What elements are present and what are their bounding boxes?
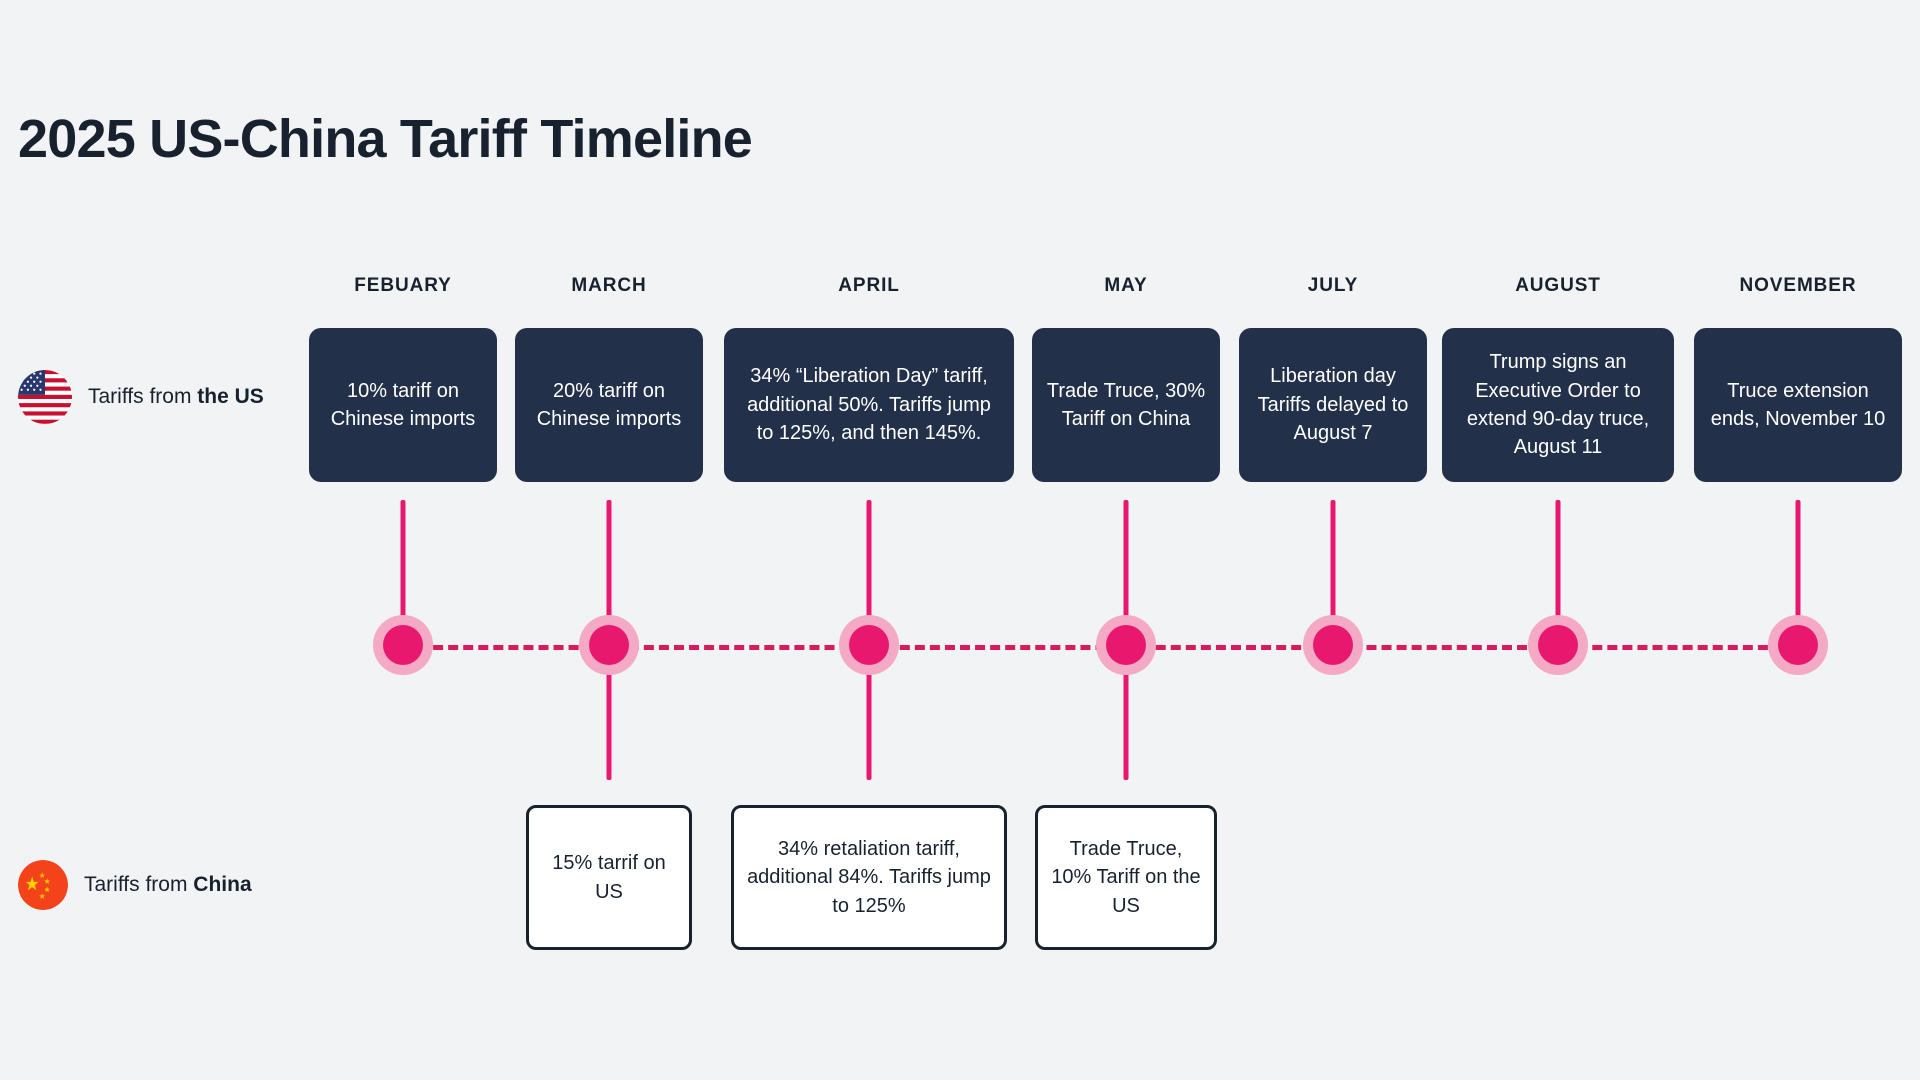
us-event-card-march[interactable]: 20% tariff on Chinese imports <box>515 328 703 482</box>
timeline-node-febuary[interactable] <box>373 615 433 675</box>
month-label-november: NOVEMBER <box>1739 275 1857 296</box>
timeline-node-november[interactable] <box>1768 615 1828 675</box>
month-label-may: MAY <box>1104 275 1148 296</box>
legend-us-label: Tariffs from the US <box>88 385 264 409</box>
timeline-node-core <box>1106 625 1146 665</box>
us-event-card-july[interactable]: Liberation day Tariffs delayed to August… <box>1239 328 1427 482</box>
legend-china-emphasis: China <box>193 873 252 896</box>
legend-china-label: Tariffs from China <box>84 873 252 897</box>
china-event-card-may[interactable]: Trade Truce, 10% Tariff on the US <box>1035 805 1217 950</box>
timeline-node-may[interactable] <box>1096 615 1156 675</box>
legend-china-prefix: Tariffs from <box>84 873 194 896</box>
us-event-card-april[interactable]: 34% “Liberation Day” tariff, additional … <box>724 328 1014 482</box>
timeline-node-august[interactable] <box>1528 615 1588 675</box>
stem-up-august <box>1555 500 1561 645</box>
timeline-node-core <box>383 625 423 665</box>
stem-up-november <box>1795 500 1801 645</box>
us-event-card-november[interactable]: Truce extension ends, November 10 <box>1694 328 1902 482</box>
month-label-july: JULY <box>1307 275 1359 296</box>
us-flag-icon <box>18 370 72 424</box>
stem-down-may <box>1123 645 1129 780</box>
legend-us: Tariffs from the US <box>18 370 264 424</box>
month-label-august: AUGUST <box>1515 275 1601 296</box>
stem-down-march <box>606 645 612 780</box>
timeline-node-core <box>1778 625 1818 665</box>
timeline-node-core <box>849 625 889 665</box>
month-label-march: MARCH <box>571 275 647 296</box>
timeline-node-core <box>1538 625 1578 665</box>
legend-china: Tariffs from China <box>18 860 252 910</box>
china-event-card-march[interactable]: 15% tarrif on US <box>526 805 692 950</box>
us-event-card-august[interactable]: Trump signs an Executive Order to extend… <box>1442 328 1674 482</box>
timeline-node-april[interactable] <box>839 615 899 675</box>
timeline-node-july[interactable] <box>1303 615 1363 675</box>
month-label-febuary: FEBUARY <box>354 275 452 296</box>
us-event-card-may[interactable]: Trade Truce, 30% Tariff on China <box>1032 328 1220 482</box>
stem-down-april <box>866 645 872 780</box>
stem-up-febuary <box>400 500 406 645</box>
legend-us-prefix: Tariffs from <box>88 385 198 408</box>
china-event-card-april[interactable]: 34% retaliation tariff, additional 84%. … <box>731 805 1007 950</box>
china-flag-icon <box>18 860 68 910</box>
stem-up-july <box>1330 500 1336 645</box>
legend-us-emphasis: the US <box>197 385 264 408</box>
us-event-card-febuary[interactable]: 10% tariff on Chinese imports <box>309 328 497 482</box>
page-title: 2025 US-China Tariff Timeline <box>18 109 753 169</box>
timeline-node-core <box>1313 625 1353 665</box>
stem-up-may <box>1123 500 1129 645</box>
timeline-node-core <box>589 625 629 665</box>
stem-up-march <box>606 500 612 645</box>
timeline-node-march[interactable] <box>579 615 639 675</box>
stem-up-april <box>866 500 872 645</box>
month-label-april: APRIL <box>838 275 900 296</box>
